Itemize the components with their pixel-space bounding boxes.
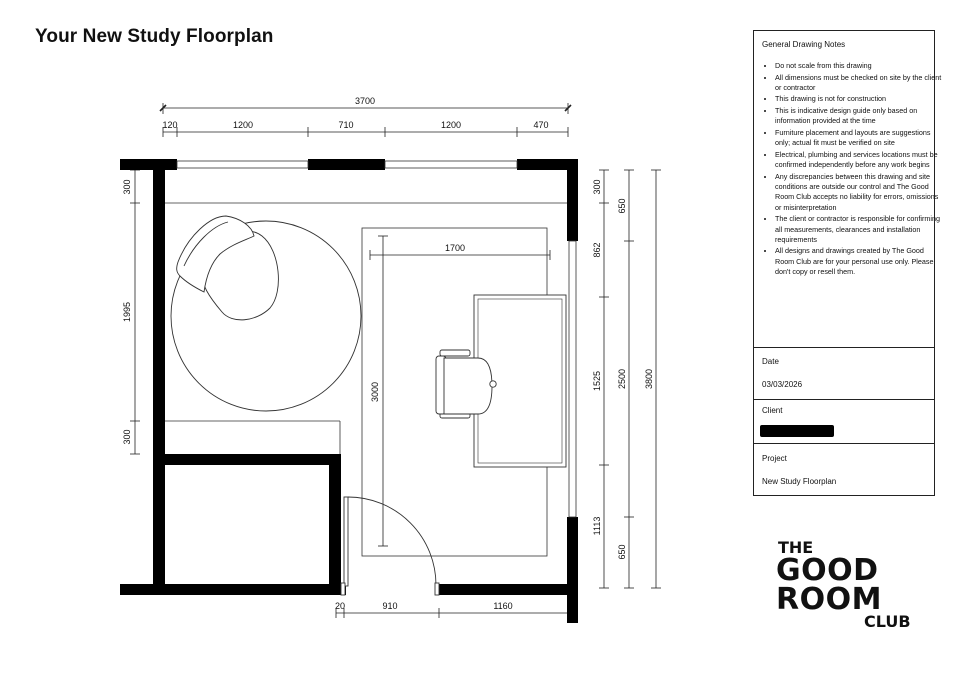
dim-top-seg-2: 1200 bbox=[233, 120, 253, 130]
floorplan-drawing: 3700 120 1200 710 1200 470 300 1995 300 … bbox=[120, 96, 661, 623]
dim-right-inner-4: 1113 bbox=[592, 517, 602, 536]
note-item: The client or contractor is responsible … bbox=[775, 214, 943, 245]
dim-top-seg-5: 470 bbox=[533, 120, 548, 130]
client-label: Client bbox=[762, 406, 783, 415]
dim-left-seg-1: 300 bbox=[122, 179, 132, 194]
dim-rug-depth: 3000 bbox=[370, 382, 380, 402]
date-value: 03/03/2026 bbox=[762, 380, 803, 389]
dim-left-seg-3: 300 bbox=[122, 429, 132, 444]
note-item: All designs and drawings created by The … bbox=[775, 246, 943, 277]
logo-line-good: GOOD bbox=[776, 553, 879, 588]
dim-top-seg-1: 120 bbox=[162, 120, 177, 130]
page-title: Your New Study Floorplan bbox=[35, 26, 274, 47]
dim-right-middle-2: 2500 bbox=[617, 369, 627, 389]
title-block: General Drawing Notes Do not scale from … bbox=[753, 30, 941, 496]
client-section: Client bbox=[754, 399, 934, 444]
client-redaction bbox=[760, 425, 834, 437]
project-section: Project New Study Floorplan bbox=[754, 443, 934, 496]
lounge-chair bbox=[176, 215, 279, 321]
project-label: Project bbox=[762, 454, 787, 463]
dim-right-inner-3: 1525 bbox=[592, 371, 602, 391]
logo-line-room: ROOM bbox=[776, 582, 882, 617]
logo-line-the: THE bbox=[778, 538, 814, 557]
notes-heading: General Drawing Notes bbox=[762, 40, 846, 49]
room-lines bbox=[165, 202, 567, 454]
dim-top-overall: 3700 bbox=[355, 96, 375, 106]
note-item: Electrical, plumbing and services locati… bbox=[775, 150, 943, 171]
window-top-right bbox=[384, 160, 518, 169]
dim-right-inner-2: 862 bbox=[592, 242, 602, 257]
note-item: All dimensions must be checked on site b… bbox=[775, 73, 943, 94]
note-item: Furniture placement and layouts are sugg… bbox=[775, 128, 943, 149]
dim-top-seg-3: 710 bbox=[338, 120, 353, 130]
dim-rug-width: 1700 bbox=[445, 243, 465, 253]
window-right bbox=[568, 240, 577, 518]
dim-right-middle-1: 650 bbox=[617, 198, 627, 213]
dim-right-inner-1: 300 bbox=[592, 179, 602, 194]
dim-left-seg-2: 1995 bbox=[122, 302, 132, 322]
dim-bottom-seg-2: 910 bbox=[382, 601, 397, 611]
notes-list: Do not scale from this drawing All dimen… bbox=[762, 61, 943, 279]
note-item: This is indicative design guide only bas… bbox=[775, 106, 943, 127]
door bbox=[340, 496, 440, 596]
logo-line-club: CLUB bbox=[864, 612, 911, 631]
dim-bottom-seg-3: 1160 bbox=[493, 601, 512, 611]
note-item: This drawing is not for construction bbox=[775, 94, 943, 104]
date-section: Date 03/03/2026 bbox=[754, 347, 934, 400]
good-room-club-logo: THE GOOD ROOM CLUB bbox=[776, 538, 921, 633]
window-top-left bbox=[176, 160, 309, 169]
dim-right-middle-3: 650 bbox=[617, 544, 627, 559]
project-value: New Study Floorplan bbox=[762, 477, 837, 486]
note-item: Any discrepancies between this drawing a… bbox=[775, 172, 943, 213]
windows bbox=[176, 160, 577, 518]
dim-bottom-seg-1: 20 bbox=[335, 601, 345, 611]
date-label: Date bbox=[762, 357, 779, 366]
office-chair bbox=[435, 349, 497, 419]
dim-right-outer: 3800 bbox=[644, 369, 654, 389]
dim-top-seg-4: 1200 bbox=[441, 120, 461, 130]
note-item: Do not scale from this drawing bbox=[775, 61, 943, 71]
walls bbox=[120, 159, 578, 623]
